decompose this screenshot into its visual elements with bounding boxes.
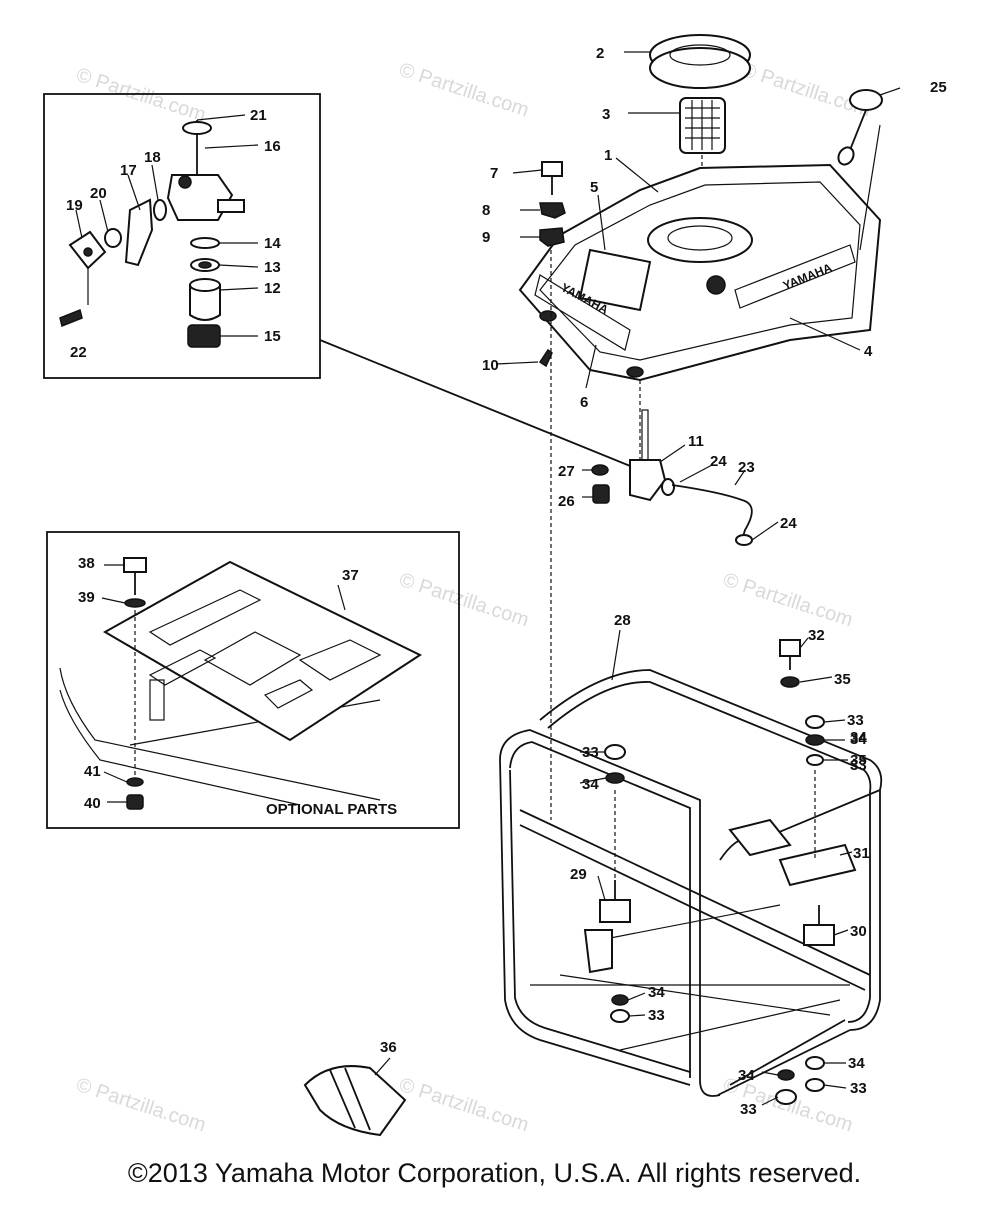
callout-number: 39 [78,589,95,606]
callout-number: 14 [264,235,281,252]
callout-number: 13 [264,259,281,276]
optional-parts-label: OPTIONAL PARTS [266,801,397,818]
callout-number: 33 [850,757,867,774]
watermark: © Partzilla.com [720,569,855,632]
callout-number: 12 [264,280,281,297]
callout-number: 34 [738,1067,755,1084]
callout-number: 24 [780,515,797,532]
fuel-cock-assembly [582,380,779,546]
watermark: © Partzilla.com [73,1074,208,1137]
callout-number: 34 [850,731,867,748]
optional-parts-box: OPTIONAL PARTS [46,531,460,829]
callout-number: 32 [808,627,825,644]
generator-frame [499,629,883,1106]
callout-number: 36 [380,1039,397,1056]
callout-number: 24 [710,453,727,470]
callout-number: 15 [264,328,281,345]
watermark: © Partzilla.com [738,59,873,122]
callout-number: 38 [78,555,95,572]
callout-number: 18 [144,149,161,166]
watermark: © Partzilla.com [396,59,531,122]
callout-number: 30 [850,923,867,940]
callout-number: 35 [850,752,867,769]
tank-leaders [585,51,901,389]
watermark: © Partzilla.com [396,1074,531,1137]
callout-number: 8 [482,202,490,219]
callout-number: 26 [558,493,575,510]
callout-number: 33 [648,1007,665,1024]
fuel-tank: YAMAHA YAMAHA [518,34,883,382]
callout-number: 34 [850,729,867,746]
tank-bolts [495,161,566,820]
callout-number: 33 [582,744,599,761]
detail-box-frame [43,93,321,379]
callout-number: 37 [342,567,359,584]
callout-number: 29 [570,866,587,883]
callout-number: 20 [90,185,107,202]
callout-number: 31 [853,845,870,862]
callout-number: 19 [66,197,83,214]
callout-number: 17 [120,162,137,179]
callout-number: 33 [847,712,864,729]
callout-number: 34 [582,776,599,793]
callout-number: 3 [602,106,610,123]
watermark: © Partzilla.com [396,569,531,632]
callout-number: 25 [930,79,947,96]
callout-number: 11 [688,433,704,450]
callout-number: 1 [604,147,612,164]
tool-bag [303,1057,407,1137]
callout-number: 2 [596,45,604,62]
callout-number: 23 [738,459,755,476]
fuel-cock-detail-box [43,93,321,379]
callout-number: 40 [84,795,101,812]
optional-box-frame [46,531,460,829]
callout-number: 16 [264,138,281,155]
callout-number: 22 [70,344,87,361]
detail-leader-line [319,339,641,471]
callout-number: 5 [590,179,598,196]
callout-number: 33 [740,1101,757,1118]
copyright-notice: ©2013 Yamaha Motor Corporation, U.S.A. A… [127,1158,862,1188]
callout-number: 10 [482,357,499,374]
callout-number: 6 [580,394,588,411]
callout-number: 28 [614,612,631,629]
callout-number: 9 [482,229,490,246]
callout-labels: 1234567891011121314151617181920212223242… [66,45,947,1118]
callout-number: 33 [850,1080,867,1097]
callout-number: 34 [648,984,665,1001]
callout-number: 41 [84,763,101,780]
callout-number: 34 [848,1055,865,1072]
callout-number: 4 [864,343,873,360]
callout-number: 35 [834,671,851,688]
callout-number: 21 [250,107,267,124]
callout-number: 27 [558,463,575,480]
callout-number: 7 [490,165,498,182]
watermark: © Partzilla.com [73,64,208,127]
